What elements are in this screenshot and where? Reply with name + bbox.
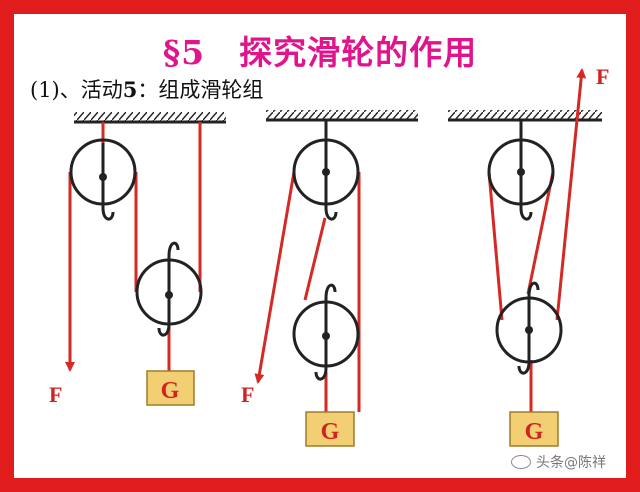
fixed-pulley-3 xyxy=(487,120,555,221)
subtitle-number: 5 xyxy=(122,77,138,102)
pulley-system-3: G F xyxy=(448,64,609,447)
weight-block-1: G xyxy=(146,370,195,406)
subtitle-prefix: (1)、活动 xyxy=(30,78,123,102)
fixed-pulley-2 xyxy=(292,120,360,221)
weight-label-2: G xyxy=(321,419,340,445)
movable-pulley-2 xyxy=(292,283,360,381)
ceiling-support-2 xyxy=(266,110,418,122)
watermark-text: 头条@陈祥 xyxy=(536,455,606,471)
weight-block-3: G xyxy=(509,411,559,447)
movable-pulley-3 xyxy=(495,281,563,375)
fixed-pulley-1 xyxy=(69,138,137,221)
source-watermark: 头条@陈祥 xyxy=(511,452,606,472)
force-label-1: F xyxy=(49,382,62,407)
force-label-3: F xyxy=(596,64,609,89)
chat-bubble-icon xyxy=(511,455,531,469)
activity-subtitle: (1)、活动5：组成滑轮组 xyxy=(30,74,263,104)
ceiling-support-1 xyxy=(74,112,226,124)
rope-2 xyxy=(254,171,361,412)
weight-label-1: G xyxy=(161,378,180,404)
subtitle-suffix: ：组成滑轮组 xyxy=(137,78,264,102)
page-title: §5 探究滑轮的作用 xyxy=(162,33,478,72)
movable-pulley-1 xyxy=(135,241,203,337)
pulley-system-2: G F xyxy=(241,110,418,447)
weight-block-2: G xyxy=(305,411,355,447)
rope-3 xyxy=(487,68,587,412)
rope-1 xyxy=(65,122,202,372)
pulley-system-1: G F xyxy=(49,112,226,407)
force-label-2: F xyxy=(241,382,254,407)
weight-label-3: G xyxy=(525,419,544,445)
